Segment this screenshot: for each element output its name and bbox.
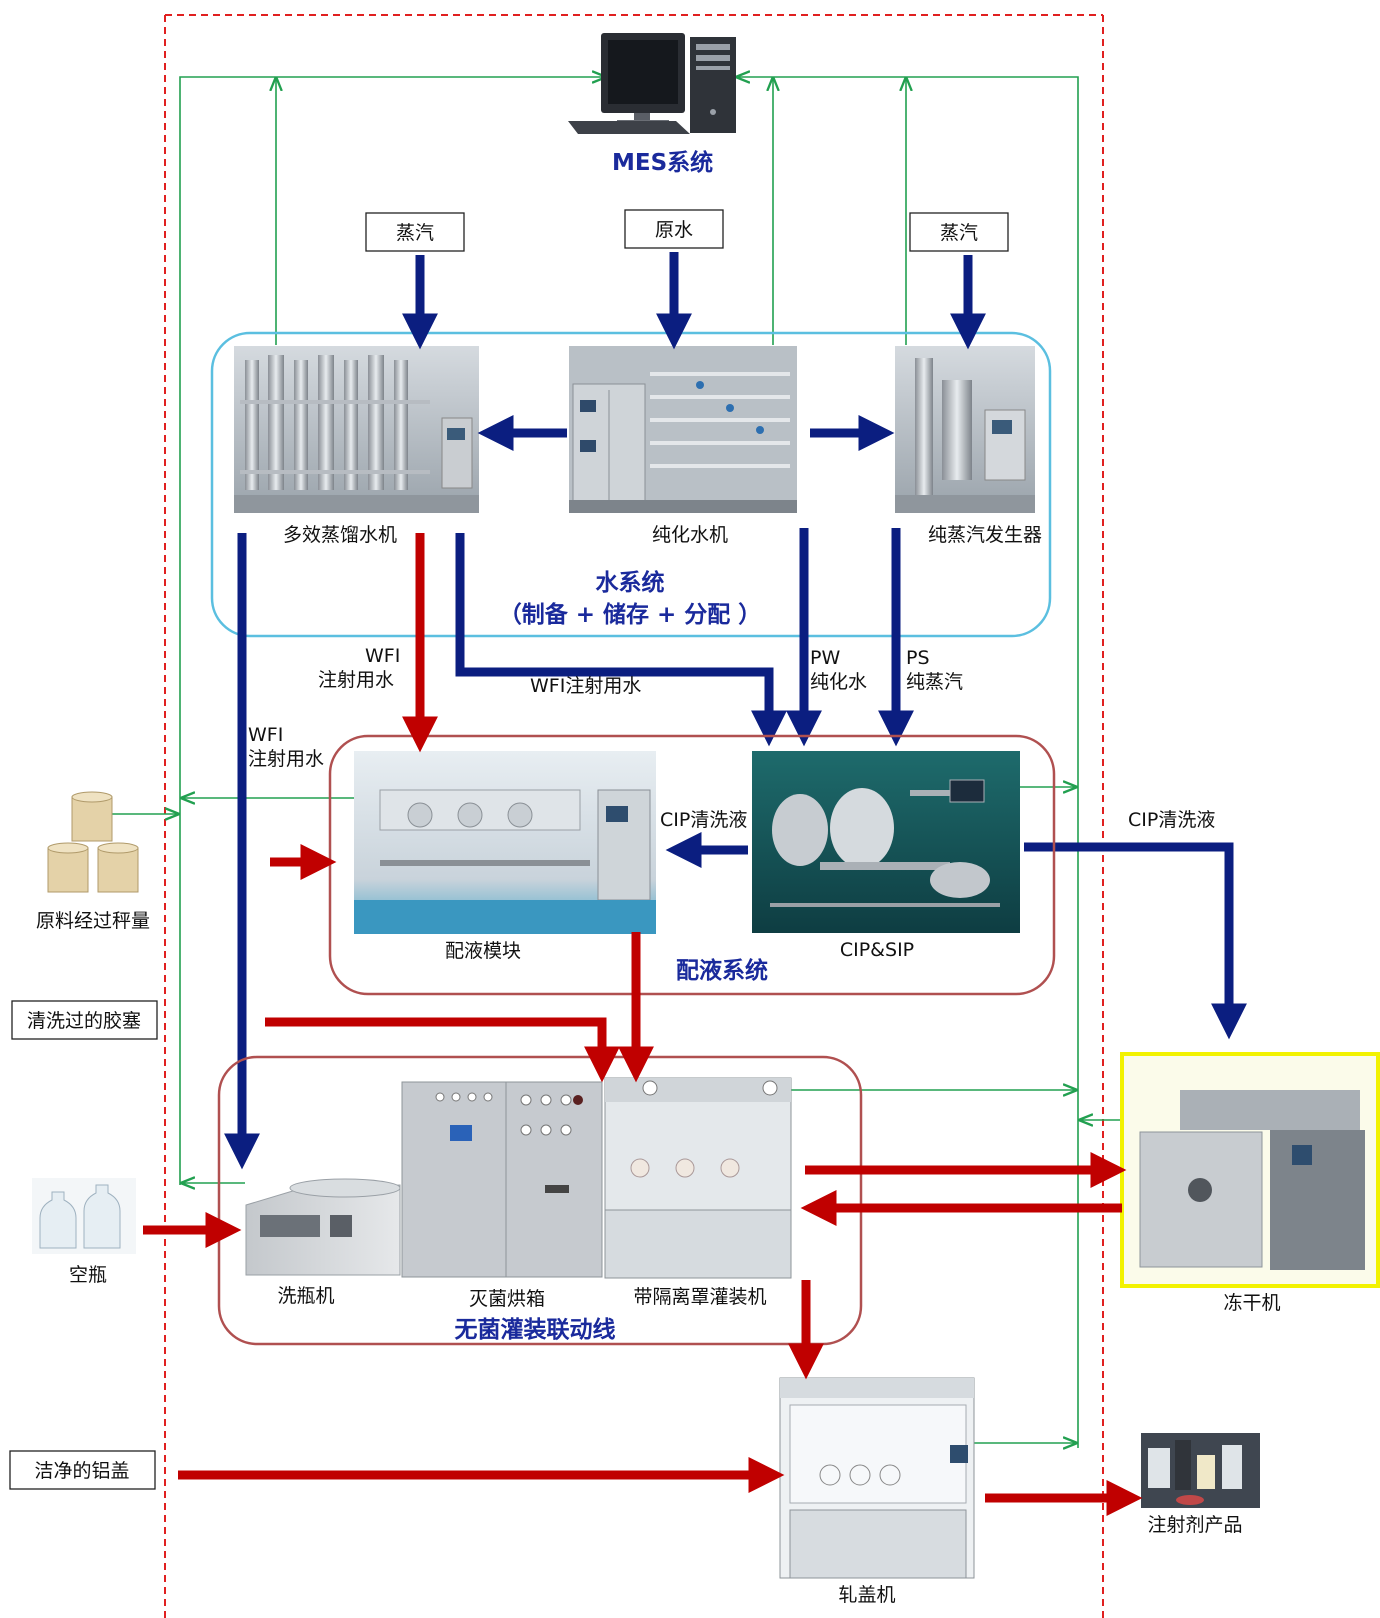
steam-right-box: 蒸汽 [909,212,1009,252]
computer-icon [568,33,736,134]
filler-label: 带隔离罩灌装机 [633,1286,766,1308]
filling-line-title: 无菌灌装联动线 [455,1316,616,1343]
dispensing-module-label: 配液模块 [445,940,521,962]
freeze-dryer-label: 冻干机 [1223,1292,1280,1314]
washer-label: 洗瓶机 [277,1285,334,1307]
wfi-label-a-1: WFI [365,645,400,667]
empty-vials-image [32,1178,136,1254]
empty-vials-label: 空瓶 [69,1264,107,1286]
multi-effect-still-label: 多效蒸馏水机 [283,524,397,546]
multi-effect-still-image [234,346,479,513]
pure-steam-generator-image [895,346,1035,513]
steam-left-box: 蒸汽 [365,212,465,252]
product-image [1141,1433,1260,1508]
water-system-title: 水系统 [596,569,665,596]
raw-material-image [47,791,139,893]
purified-water-machine-image [569,346,797,513]
wfi-label-a-2: 注射用水 [318,669,394,691]
product-flow-arrows [143,533,1143,1516]
raw-water-box: 原水 [624,209,724,249]
pure-steam-generator-label: 纯蒸汽发生器 [928,524,1042,546]
pw-label-1: PW [810,647,840,669]
wfi-label-c-1: WFI [248,724,283,746]
washer-image [245,1178,401,1276]
mes-label: MES系统 [612,149,713,176]
cleanroom-boundary [164,14,1104,1618]
water-system-subtitle: （制备 + 储存 + 分配 ） [499,601,762,628]
filling-line-frame [217,1055,863,1346]
wfi-label-b: WFI注射用水 [530,675,641,697]
raw-material-label: 原料经过秤量 [36,910,150,932]
svg-text:蒸汽: 蒸汽 [396,222,434,244]
freeze-dryer-image [1120,1052,1380,1288]
isolator-filler-image [604,1077,792,1279]
wfi-label-c-2: 注射用水 [248,748,324,770]
oven-label: 灭菌烘箱 [469,1288,545,1310]
capping-machine-image [779,1377,975,1579]
ps-label-1: PS [906,647,930,669]
capping-machine-label: 轧盖机 [838,1584,895,1606]
water-system-frame [210,331,1052,638]
product-label: 注射剂产品 [1147,1514,1242,1536]
dispensing-system-title: 配液系统 [676,957,768,984]
aluminum-caps-box: 洁净的铝盖 [9,1450,156,1490]
mes-signal-lines [100,77,1145,1448]
stoppers-box: 清洗过的胶塞 [11,1000,158,1040]
svg-text:原水: 原水 [655,219,693,241]
svg-text:蒸汽: 蒸汽 [940,222,978,244]
dispensing-module-image [354,751,656,934]
svg-text:清洗过的胶塞: 清洗过的胶塞 [27,1010,141,1032]
cip-sip-image [752,751,1020,933]
ps-label-2: 纯蒸汽 [906,671,963,693]
cip-label-inner: CIP清洗液 [660,809,747,831]
pw-label-2: 纯化水 [810,671,867,693]
purified-water-machine-label: 纯化水机 [652,524,728,546]
cip-sip-label: CIP&SIP [840,939,914,961]
svg-text:洁净的铝盖: 洁净的铝盖 [34,1460,129,1482]
sterilization-oven-image [401,1081,603,1278]
water-flow-arrows [224,252,1247,1170]
cip-label-outer: CIP清洗液 [1128,809,1215,831]
